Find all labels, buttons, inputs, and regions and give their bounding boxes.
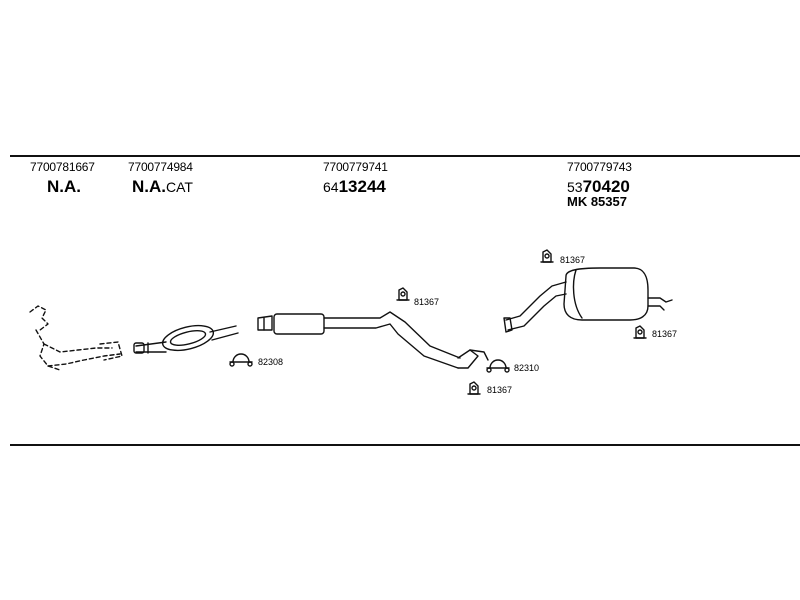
part-code-3: 6413244 bbox=[323, 178, 386, 196]
top-divider bbox=[10, 155, 800, 157]
kit-number: MK 85357 bbox=[567, 194, 627, 209]
part-code-2-suffix: CAT bbox=[166, 179, 193, 195]
label-mount-low: 81367 bbox=[487, 385, 513, 395]
label-mount-rear-bottom: 81367 bbox=[652, 329, 678, 339]
mount-icon-81367-rear-top bbox=[540, 249, 554, 263]
label-clamp-82310: 82310 bbox=[514, 363, 540, 373]
part-number-3: 7700779741 bbox=[323, 160, 388, 174]
part-number-1: 7700781667 bbox=[30, 160, 95, 174]
mount-icon-81367-mid bbox=[396, 287, 410, 301]
label-clamp-82308: 82308 bbox=[258, 357, 284, 367]
label-mount-rear-top: 81367 bbox=[560, 255, 586, 265]
part-code-3-prefix: 64 bbox=[323, 179, 339, 195]
part-code-2-main: N.A. bbox=[132, 177, 166, 196]
part-code-4-prefix: 53 bbox=[567, 179, 583, 195]
mount-icon-81367-low bbox=[467, 381, 481, 395]
part-number-2: 7700774984 bbox=[128, 160, 193, 174]
part-code-1: N.A. bbox=[47, 177, 81, 196]
part-code-2: N.A.CAT bbox=[132, 178, 193, 196]
intermediate-pipe bbox=[257, 311, 489, 369]
catalytic-converter bbox=[133, 324, 239, 354]
part-code-4-main: 70420 bbox=[582, 177, 630, 196]
part-code-4: 5370420 bbox=[567, 178, 630, 196]
exhaust-manifold bbox=[29, 305, 123, 371]
clamp-82310 bbox=[486, 359, 510, 373]
rear-silencer bbox=[503, 267, 673, 333]
clamp-82308 bbox=[229, 353, 253, 367]
label-mount-mid: 81367 bbox=[414, 297, 440, 307]
part-number-4: 7700779743 bbox=[567, 160, 632, 174]
mount-icon-81367-rear-bottom bbox=[633, 325, 647, 339]
bottom-divider bbox=[10, 444, 800, 446]
part-code-3-main: 13244 bbox=[338, 177, 386, 196]
